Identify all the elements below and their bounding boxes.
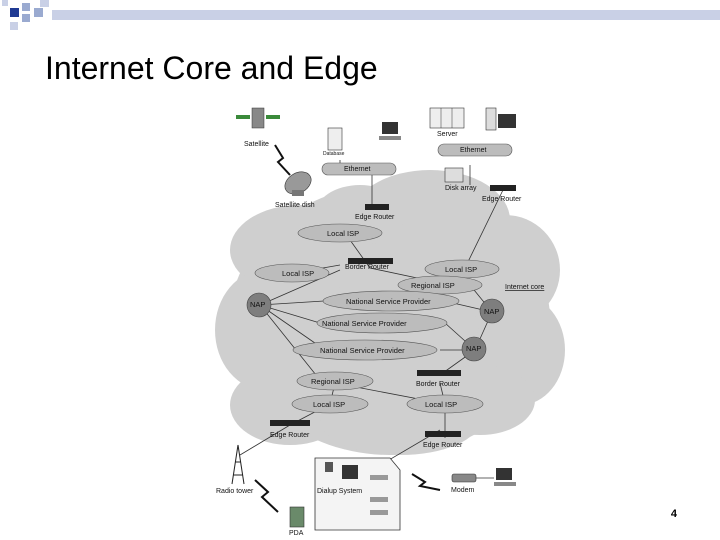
local-isp-bottom-right-oval bbox=[406, 394, 484, 414]
label-internet-core: Internet core bbox=[505, 284, 544, 291]
deco-square bbox=[22, 14, 30, 22]
local-isp-bottom-left-oval bbox=[291, 394, 369, 414]
database-icon bbox=[327, 127, 343, 151]
edge-router-top-left-icon bbox=[365, 204, 389, 210]
nap-left-circle bbox=[246, 292, 272, 318]
nsp-1-oval bbox=[322, 290, 460, 312]
deco-square bbox=[34, 8, 43, 17]
modem-icon bbox=[451, 473, 477, 483]
label-disk-array: Disk array bbox=[445, 185, 477, 192]
deco-square bbox=[10, 22, 18, 30]
server-icon bbox=[429, 107, 465, 129]
border-router-bottom-icon bbox=[417, 370, 461, 376]
label-nap-bottom: NAP bbox=[466, 344, 481, 353]
label-local-isp-left: Local ISP bbox=[282, 269, 314, 278]
label-regional-isp-top: Regional ISP bbox=[411, 281, 455, 290]
header-decoration bbox=[2, 0, 720, 30]
edge-router-bottom-left-icon bbox=[270, 420, 310, 426]
pc-modem-icon bbox=[494, 468, 516, 486]
nap-bottom-circle bbox=[461, 336, 487, 362]
label-local-isp-bottom-left: Local ISP bbox=[313, 400, 345, 409]
label-server: Server bbox=[437, 131, 458, 138]
slide-title: Internet Core and Edge bbox=[45, 50, 378, 86]
label-regional-isp-bottom: Regional ISP bbox=[311, 377, 355, 386]
label-edge-router-bottom-right: Edge Router bbox=[423, 442, 463, 449]
nsp-2-oval bbox=[316, 312, 448, 334]
edge-router-top-right-icon bbox=[490, 185, 516, 191]
radio-tower-icon bbox=[231, 444, 245, 485]
radio-link-icon bbox=[254, 479, 279, 513]
label-nsp-2: National Service Provider bbox=[322, 319, 407, 328]
regional-isp-bottom-oval bbox=[296, 371, 374, 391]
edge-router-bottom-right-icon bbox=[425, 431, 461, 437]
deco-square bbox=[2, 0, 8, 6]
dialup-link-icon bbox=[411, 473, 441, 491]
satellite-icon bbox=[236, 107, 280, 129]
pc-left-icon bbox=[379, 122, 401, 140]
nap-right-circle bbox=[479, 298, 505, 324]
label-local-isp-bottom-right: Local ISP bbox=[425, 400, 457, 409]
local-isp-left-oval bbox=[254, 263, 330, 283]
nap-circles bbox=[246, 292, 505, 362]
satellite-dish-icon bbox=[284, 171, 312, 196]
ethernet-left-tube bbox=[321, 162, 397, 176]
label-border-router-top: Border Router bbox=[345, 264, 390, 271]
label-nsp-3: National Service Provider bbox=[320, 346, 405, 355]
label-edge-router-bottom-left: Edge Router bbox=[270, 432, 310, 439]
pda-icon bbox=[289, 506, 305, 528]
label-pda: PDA bbox=[289, 530, 304, 537]
label-ethernet-right: Ethernet bbox=[460, 147, 487, 154]
label-dialup-system: Dialup System bbox=[317, 488, 362, 495]
label-edge-router-top-right: Edge Router bbox=[482, 196, 522, 203]
nsp-3-oval bbox=[292, 339, 438, 361]
label-local-isp-top: Local ISP bbox=[327, 229, 359, 238]
deco-square bbox=[40, 0, 49, 7]
label-radio-tower: Radio tower bbox=[216, 488, 254, 495]
label-local-isp-right: Local ISP bbox=[445, 265, 477, 274]
label-edge-router-top-left: Edge Router bbox=[355, 214, 395, 221]
isp-ovals bbox=[254, 223, 500, 414]
router-icons bbox=[270, 185, 516, 437]
label-satellite-dish: Satellite dish bbox=[275, 202, 315, 209]
local-isp-top-oval bbox=[297, 223, 383, 243]
label-nsp-1: National Service Provider bbox=[346, 297, 431, 306]
workstation-icon bbox=[485, 107, 516, 131]
label-modem: Modem bbox=[451, 487, 475, 494]
dialup-system-icon bbox=[314, 457, 401, 531]
page-number: 4 bbox=[670, 508, 677, 520]
label-satellite: Satellite bbox=[244, 141, 269, 148]
label-nap-right: NAP bbox=[484, 307, 499, 316]
label-border-router-bottom: Border Router bbox=[416, 381, 461, 388]
deco-square bbox=[10, 8, 19, 17]
border-router-top-icon bbox=[348, 258, 393, 264]
deco-square bbox=[22, 3, 30, 11]
satellite-link-icon bbox=[274, 144, 291, 176]
label-database: Database bbox=[323, 151, 345, 157]
ethernet-right-tube bbox=[437, 143, 513, 157]
header-bar bbox=[52, 10, 720, 20]
label-nap-left: NAP bbox=[250, 300, 265, 309]
disk-array-icon bbox=[444, 167, 464, 183]
label-ethernet-left: Ethernet bbox=[344, 166, 371, 173]
